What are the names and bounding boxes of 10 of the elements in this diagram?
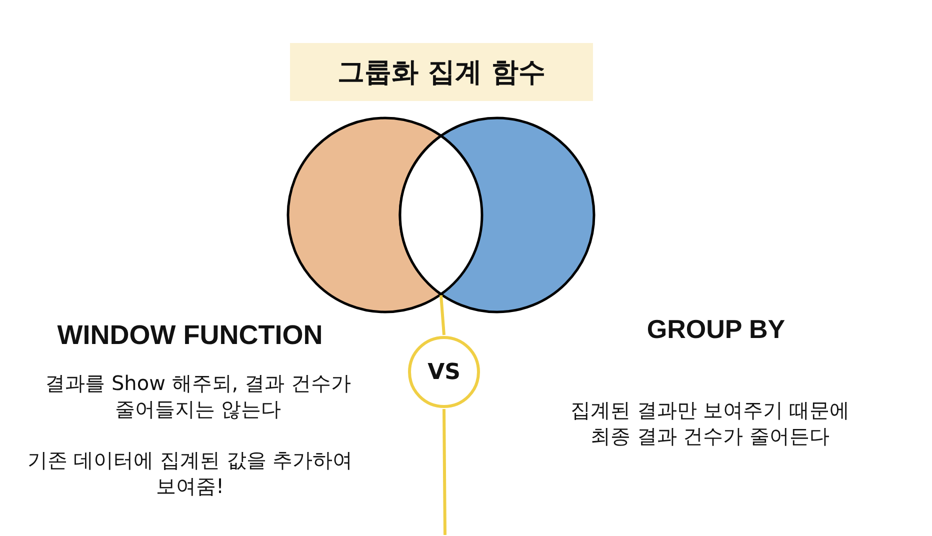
connector-line xyxy=(442,408,446,536)
description-text: 결과를 Show 해주되, 결과 건수가 줄어들지는 않는다 xyxy=(44,370,352,422)
vs-circle: VS xyxy=(408,336,480,408)
description-text: 기존 데이터에 집계된 값을 추가하여 보여줌! xyxy=(26,447,354,499)
section-heading: GROUP BY xyxy=(646,313,786,346)
venn-diagram-drawing xyxy=(286,116,596,314)
title-banner: 그룹화 집계 함수 xyxy=(290,43,593,101)
connector-line xyxy=(440,295,446,336)
section-heading: WINDOW FUNCTION xyxy=(56,319,324,352)
description-text: 집계된 결과만 보여주기 때문에 최종 결과 건수가 줄어든다 xyxy=(570,397,850,449)
